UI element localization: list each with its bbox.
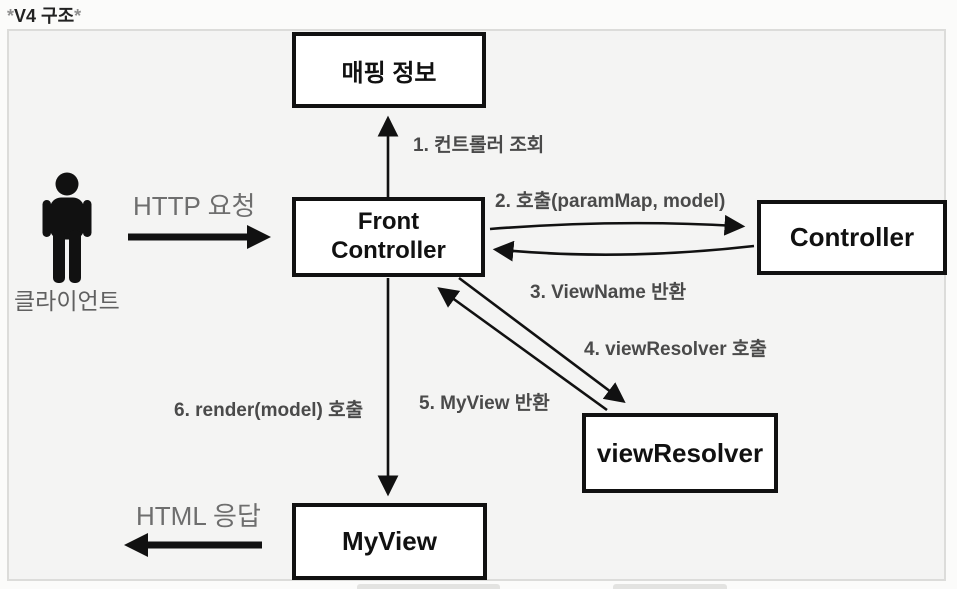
node-mapping-info-label: 매핑 정보 bbox=[341, 59, 437, 87]
edge-label-step2: 2. 호출(paramMap, model) bbox=[495, 191, 726, 212]
client-label: 클라이언트 bbox=[14, 288, 120, 314]
edge-label-step1: 1. 컨트롤러 조회 bbox=[413, 135, 545, 156]
node-mapping-info: 매핑 정보 bbox=[292, 32, 486, 108]
node-controller-label: Controller bbox=[789, 222, 915, 252]
node-view-resolver-label: viewResolver bbox=[596, 437, 764, 468]
edge-label-step5: 5. MyView 반환 bbox=[419, 393, 550, 414]
title-text: V4 구조 bbox=[14, 6, 75, 26]
edge-label-http-request: HTTP 요청 bbox=[133, 191, 256, 221]
node-controller: Controller bbox=[757, 200, 947, 275]
edge-label-step6: 6. render(model) 호출 bbox=[174, 400, 364, 421]
edge-label-step4: 4. viewResolver 호출 bbox=[584, 339, 767, 360]
title-asterisk-right: * bbox=[74, 6, 82, 26]
node-view-resolver: viewResolver bbox=[582, 413, 778, 493]
cropped-element-below-right bbox=[613, 584, 727, 589]
node-front-controller: Front Controller bbox=[292, 197, 485, 277]
node-front-controller-label-line2: Controller bbox=[331, 237, 446, 264]
node-my-view-label: MyView bbox=[342, 526, 437, 556]
node-front-controller-label-line1: Front bbox=[357, 208, 420, 236]
edge-label-step3: 3. ViewName 반환 bbox=[530, 282, 687, 303]
page-title: *V4 구조* bbox=[7, 2, 81, 28]
node-my-view: MyView bbox=[292, 503, 487, 580]
edge-label-html-response: HTML 응답 bbox=[136, 501, 261, 531]
cropped-element-below-left bbox=[357, 584, 500, 589]
title-asterisk-left: * bbox=[7, 6, 15, 26]
